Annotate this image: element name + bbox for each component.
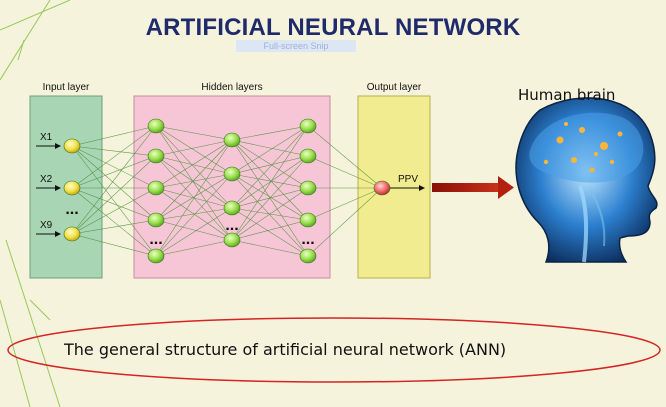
connection-line [155, 125, 233, 209]
connection-line [155, 125, 233, 175]
connection-line [231, 125, 309, 141]
snip-tooltip: Full-screen Snip [236, 40, 356, 52]
hidden1-node [147, 180, 165, 196]
connection-line [307, 187, 383, 221]
connection-line [155, 173, 233, 257]
connection-line [155, 139, 233, 257]
connection-line [71, 187, 157, 257]
connection-line [155, 139, 233, 221]
brain-arrow [432, 176, 514, 199]
brain-label: Human brain [518, 86, 616, 104]
connection-line [71, 187, 157, 235]
input-node [63, 226, 81, 242]
decorative-lines [0, 0, 71, 407]
connection-line [71, 145, 157, 221]
hidden3-node [299, 248, 317, 264]
hidden1-node [147, 248, 165, 264]
connection-line [71, 187, 157, 221]
connection-line [71, 145, 157, 189]
connection-line [155, 173, 233, 221]
hidden-ellipsis-3: ... [301, 231, 314, 248]
hidden-ellipsis-2: ... [225, 217, 238, 234]
connection-line [231, 139, 309, 157]
connection-line [231, 173, 309, 257]
hidden-layer-label: Hidden layers [201, 82, 262, 93]
connections [71, 125, 383, 257]
connection-line [155, 207, 233, 221]
caption-oval [7, 317, 661, 383]
connection-line [71, 145, 157, 157]
caption-text: The general structure of artificial neur… [64, 340, 507, 359]
output-label: PPV [398, 174, 418, 185]
input-layer-label: Input layer [43, 82, 90, 93]
hidden1-node [147, 148, 165, 164]
connection-line [155, 139, 233, 157]
output-layer-box [357, 95, 431, 279]
input-arrows [36, 143, 61, 237]
connection-line [231, 207, 309, 257]
connection-line [155, 125, 233, 241]
input-node [63, 138, 81, 154]
connection-line [231, 155, 309, 175]
connection-line [231, 125, 309, 209]
connection-line [231, 139, 309, 221]
hidden3-node [299, 180, 317, 196]
output-layer-label: Output layer [367, 82, 422, 93]
human-brain-image [515, 97, 658, 263]
hidden3-node [299, 212, 317, 228]
connection-line [71, 145, 157, 257]
hidden2-node [223, 200, 241, 216]
connection-line [155, 155, 233, 175]
hidden1-node [147, 212, 165, 228]
connection-line [155, 219, 233, 241]
connection-line [231, 239, 309, 257]
input-label-x1: X1 [40, 132, 53, 143]
connection-line [155, 207, 233, 257]
hidden3-node [299, 118, 317, 134]
output-node [373, 180, 391, 196]
hidden3-node [299, 148, 317, 164]
connection-line [231, 173, 309, 221]
connection-line [71, 155, 157, 189]
connection-line [155, 125, 233, 141]
hidden2-node [223, 232, 241, 248]
connection-line [71, 155, 157, 235]
connection-line [231, 187, 309, 241]
connection-line [307, 187, 383, 257]
connection-line [231, 155, 309, 209]
connection-line [231, 173, 309, 189]
connection-line [307, 125, 383, 189]
connection-line [307, 155, 383, 189]
hidden2-node [223, 166, 241, 182]
neurons [63, 118, 391, 264]
input-label-x9: X9 [40, 220, 53, 231]
connection-line [155, 173, 233, 189]
hidden-layer-box [133, 95, 331, 279]
input-ellipsis: ... [65, 201, 78, 218]
input-node [63, 180, 81, 196]
hidden2-node [223, 132, 241, 148]
connection-line [231, 219, 309, 241]
connection-line [71, 219, 157, 235]
connection-line [231, 155, 309, 241]
input-layer-box [29, 95, 103, 279]
hidden1-node [147, 118, 165, 134]
connection-line [155, 139, 233, 189]
input-label-x2: X2 [40, 174, 53, 185]
connection-line [231, 125, 309, 175]
connection-line [71, 125, 157, 235]
hidden-ellipsis-1: ... [149, 231, 162, 248]
connection-line [231, 139, 309, 189]
connection-line [155, 155, 233, 209]
connection-line [71, 125, 157, 189]
connection-line [71, 233, 157, 257]
connection-line [155, 239, 233, 257]
connection-line [231, 125, 309, 241]
connection-line [71, 125, 157, 147]
slide-title: ARTIFICIAL NEURAL NETWORK [145, 14, 521, 41]
